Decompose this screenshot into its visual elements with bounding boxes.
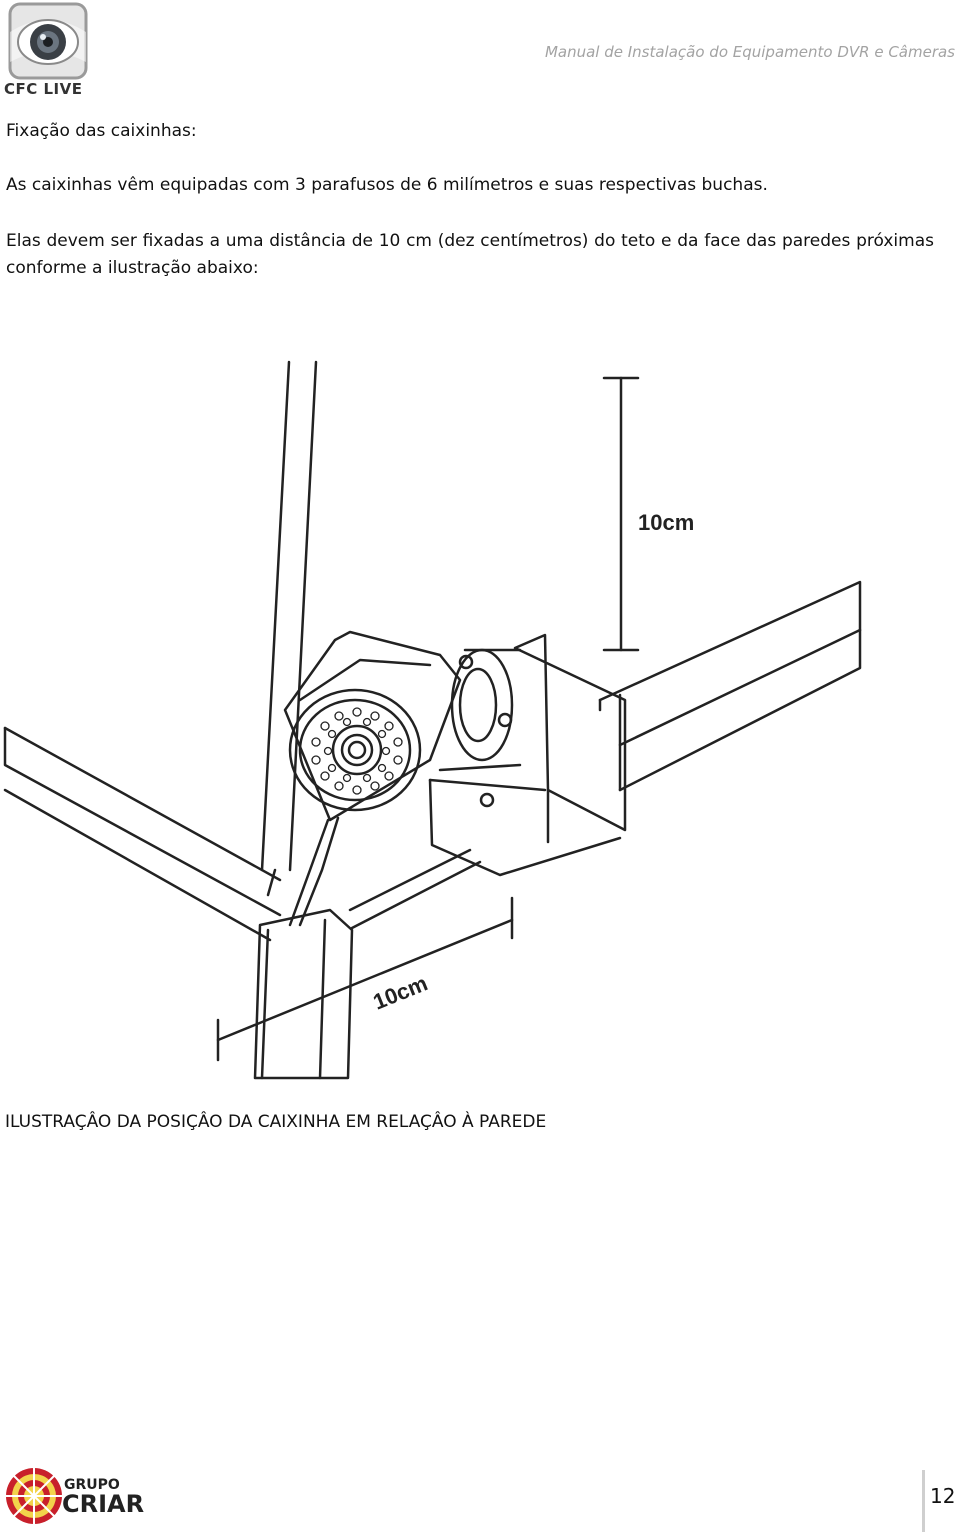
ir-led-ring bbox=[311, 707, 403, 795]
page-number-divider bbox=[922, 1470, 925, 1532]
wall-distance-label: 10cm bbox=[370, 970, 432, 1014]
section-title: Fixação das caixinhas: bbox=[6, 121, 197, 141]
camera-mount bbox=[438, 648, 522, 772]
left-trim bbox=[3, 726, 282, 942]
figure-caption: ILUSTRAÇÂO DA POSIÇÂO DA CAIXINHA EM REL… bbox=[5, 1112, 547, 1132]
paragraph-distance: Elas devem ser fixadas a uma distância d… bbox=[6, 231, 934, 278]
junction-box bbox=[428, 633, 627, 877]
wall-corner-lines bbox=[260, 360, 318, 872]
camera-body bbox=[283, 630, 462, 822]
footer-brand-small: GRUPO bbox=[64, 1477, 120, 1493]
page-number: 12 bbox=[930, 1484, 956, 1508]
wall-distance-dimension bbox=[216, 896, 514, 1062]
wall-post bbox=[253, 908, 354, 1080]
ceiling-distance-label: 10cm bbox=[638, 510, 694, 535]
document-header-title: Manual de Instalação do Equipamento DVR … bbox=[544, 43, 955, 61]
camera-eye-logo-icon bbox=[8, 2, 88, 80]
footer-brand-big: CRIAR bbox=[62, 1490, 145, 1518]
right-trim bbox=[598, 580, 862, 792]
paragraph-screws: As caixinhas vêm equipadas com 3 parafus… bbox=[6, 175, 768, 195]
brand-logo-text: CFC LIVE bbox=[4, 80, 83, 98]
camera-cables bbox=[266, 816, 340, 927]
grupo-criar-logo-icon bbox=[6, 1468, 62, 1524]
ceiling-distance-dimension bbox=[602, 376, 640, 652]
installation-illustration: 10cm 10cm bbox=[3, 360, 862, 1080]
